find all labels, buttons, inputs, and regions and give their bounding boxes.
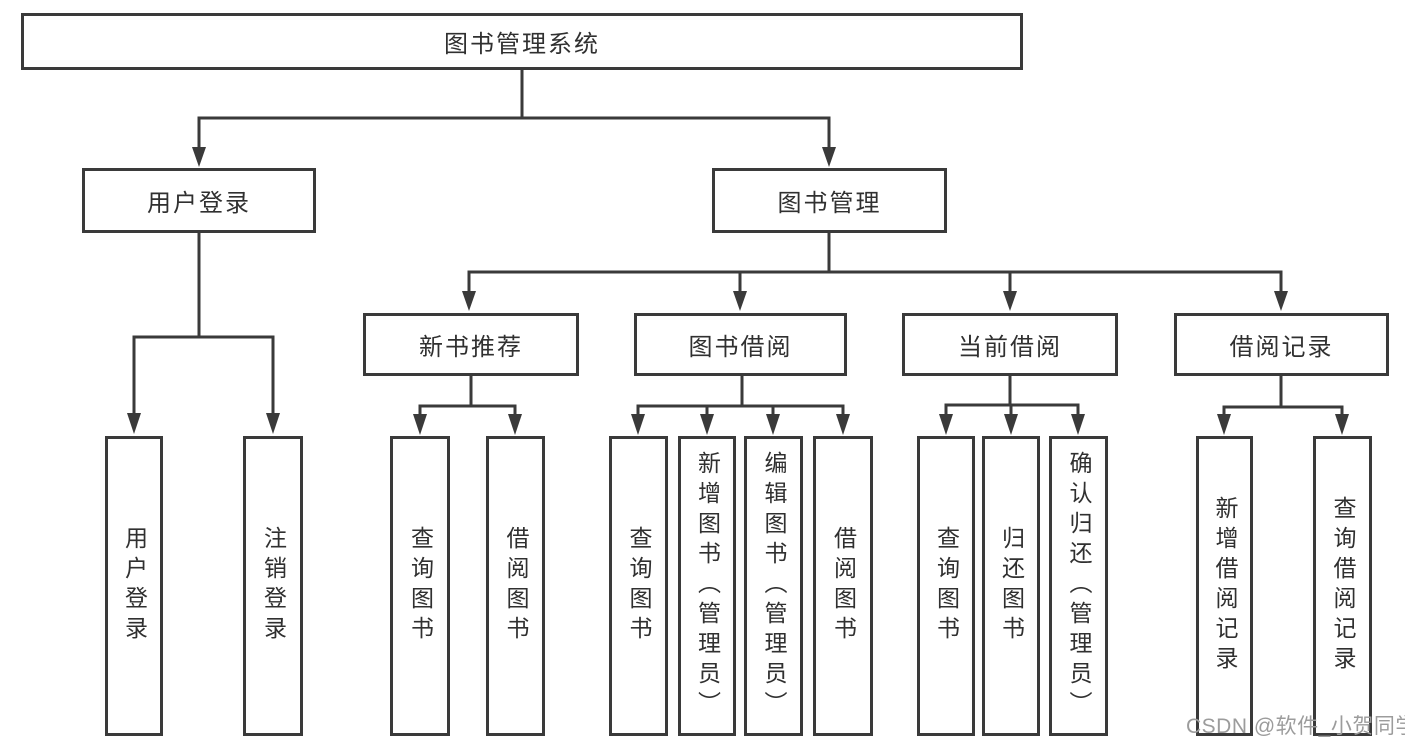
leaf-bb-borrow-books-label: 借阅图书	[830, 526, 857, 646]
leaf-cb-query-books-label: 查询图书	[933, 526, 960, 646]
leaf-logout-label: 注销登录	[260, 526, 287, 646]
leaf-bb-query-books-label: 查询图书	[626, 526, 652, 646]
arrow-down-icon	[192, 147, 206, 167]
csdn-watermark: CSDN @软件_小贺同学	[1186, 715, 1405, 738]
leaf-br-add-record: 新增借阅记录	[1196, 436, 1253, 736]
arrow-down-icon	[508, 414, 522, 435]
leaf-cb-confirm-return-admin-label: 确认归还（管理员）	[1066, 451, 1092, 721]
connector-group-root	[192, 69, 836, 167]
node-book-management-label: 图书管理	[777, 190, 882, 217]
node-book-management: 图书管理	[712, 168, 947, 233]
leaf-bb-query-books: 查询图书	[609, 436, 668, 736]
leaf-cb-return-books: 归还图书	[982, 436, 1040, 736]
arrow-down-icon	[733, 291, 747, 311]
node-current-borrowing-label: 当前借阅	[958, 334, 1062, 361]
leaf-user-login: 用户登录	[105, 436, 163, 736]
arrow-down-icon	[1071, 414, 1085, 435]
leaf-nbr-borrow-books-label: 借阅图书	[503, 526, 529, 646]
node-new-book-recommend: 新书推荐	[363, 313, 579, 376]
arrow-down-icon	[266, 413, 280, 434]
leaf-logout: 注销登录	[243, 436, 303, 736]
arrow-down-icon	[413, 414, 427, 435]
node-book-borrowing: 图书借阅	[634, 313, 847, 376]
arrow-down-icon	[939, 414, 953, 435]
leaf-nbr-query-books-label: 查询图书	[407, 526, 434, 646]
arrow-down-icon	[822, 147, 836, 167]
leaf-br-add-record-label: 新增借阅记录	[1212, 496, 1238, 676]
arrow-down-icon	[836, 414, 850, 435]
leaf-br-query-record-label: 查询借阅记录	[1330, 496, 1356, 676]
arrow-down-icon	[631, 414, 645, 435]
connector-group-book-management	[462, 233, 1288, 311]
leaf-nbr-query-books: 查询图书	[390, 436, 450, 736]
arrow-down-icon	[1217, 414, 1231, 435]
leaf-br-query-record: 查询借阅记录	[1313, 436, 1372, 736]
arrow-down-icon	[1274, 291, 1288, 311]
arrow-down-icon	[127, 413, 141, 434]
node-root: 图书管理系统	[21, 13, 1023, 70]
leaf-nbr-borrow-books: 借阅图书	[486, 436, 545, 736]
arrow-down-icon	[700, 414, 714, 435]
node-book-borrowing-label: 图书借阅	[688, 334, 793, 361]
leaf-cb-confirm-return-admin: 确认归还（管理员）	[1049, 436, 1108, 736]
node-current-borrowing: 当前借阅	[902, 313, 1118, 376]
leaf-bb-borrow-books: 借阅图书	[813, 436, 873, 736]
node-borrow-records-label: 借阅记录	[1229, 334, 1334, 361]
connector-group-book-borrow	[631, 376, 850, 435]
arrow-down-icon	[462, 291, 476, 311]
arrow-down-icon	[1335, 414, 1349, 435]
connector-group-new-book-rec	[413, 376, 522, 435]
arrow-down-icon	[1003, 291, 1017, 311]
connector-group-user-login	[127, 233, 280, 434]
arrow-down-icon	[766, 414, 780, 435]
leaf-cb-return-books-label: 归还图书	[998, 526, 1025, 646]
leaf-bb-add-books-admin: 新增图书（管理员）	[678, 436, 736, 736]
leaf-bb-edit-books-admin: 编辑图书（管理员）	[744, 436, 803, 736]
node-new-book-recommend-label: 新书推荐	[419, 334, 523, 361]
arrow-down-icon	[1004, 414, 1018, 435]
leaf-bb-add-books-admin-label: 新增图书（管理员）	[694, 451, 721, 721]
leaf-cb-query-books: 查询图书	[917, 436, 975, 736]
node-root-label: 图书管理系统	[444, 31, 600, 58]
connector-group-borrow-records	[1217, 376, 1349, 435]
node-borrow-records: 借阅记录	[1174, 313, 1389, 376]
node-user-login-label: 用户登录	[147, 190, 251, 217]
connector-group-current-borrow	[939, 376, 1085, 435]
node-user-login: 用户登录	[82, 168, 316, 233]
leaf-user-login-label: 用户登录	[121, 526, 148, 646]
leaf-bb-edit-books-admin-label: 编辑图书（管理员）	[761, 451, 787, 721]
